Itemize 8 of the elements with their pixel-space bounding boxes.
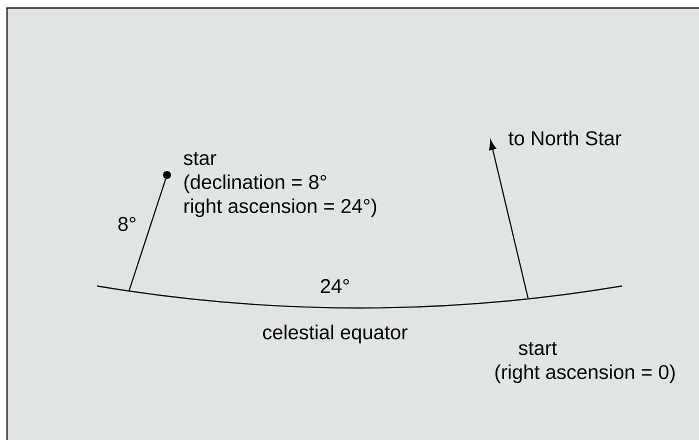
line (128, 178, 166, 292)
direction-label: to North Star (508, 130, 622, 146)
start-label: start (right ascension = 0) (495, 342, 675, 384)
equator-label: celestial equator (263, 324, 408, 344)
angle-label: 8° (118, 216, 136, 232)
arrow (489, 140, 529, 298)
angle-label: 24° (320, 279, 349, 293)
star-label: star (declination = 8° right ascension = 24°) (184, 152, 376, 218)
